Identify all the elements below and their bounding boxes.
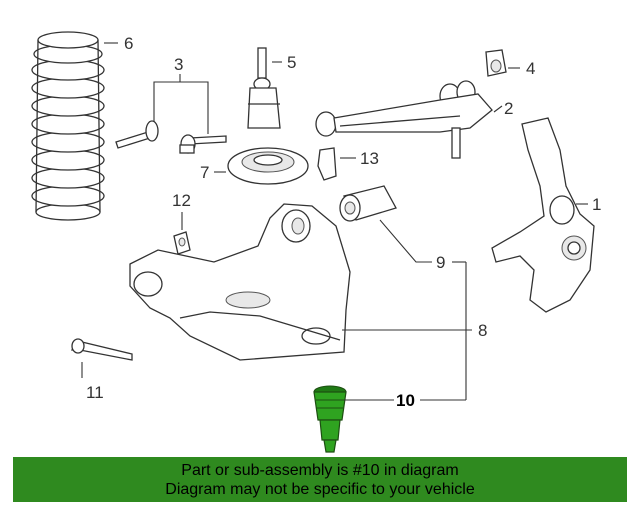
leader-2	[493, 105, 503, 113]
lower-nut[interactable]	[173, 231, 191, 255]
upper-control-arm[interactable]	[315, 80, 493, 159]
callout-3[interactable]: 3	[174, 55, 183, 74]
front-suspension-diagram: 6 3 5 7	[31, 31, 601, 453]
spring-insulator[interactable]	[227, 147, 309, 185]
callout-1[interactable]: 1	[592, 195, 601, 214]
callout-7[interactable]: 7	[200, 163, 209, 182]
lower-control-arm[interactable]	[129, 203, 351, 361]
alignment-bolts[interactable]	[115, 120, 227, 154]
lower-arm-bolt[interactable]	[71, 338, 133, 361]
callout-9[interactable]: 9	[436, 253, 445, 272]
callout-13[interactable]: 13	[360, 149, 379, 168]
banner-line-1: Part or sub-assembly is #10 in diagram	[181, 461, 459, 479]
ball-joint-highlighted[interactable]	[313, 385, 347, 453]
upper-bushing[interactable]	[485, 49, 507, 77]
callout-12[interactable]: 12	[172, 191, 191, 210]
shock-top-boot[interactable]	[247, 47, 281, 129]
callout-8[interactable]: 8	[478, 321, 487, 340]
coil-spring[interactable]	[31, 31, 105, 221]
bump-stop[interactable]	[317, 147, 337, 181]
steering-knuckle[interactable]	[491, 117, 595, 313]
info-banner: Part or sub-assembly is #10 in diagram D…	[13, 457, 627, 502]
lower-arm-bushing[interactable]	[339, 185, 397, 222]
callout-2[interactable]: 2	[504, 99, 513, 118]
banner-line-2: Diagram may not be specific to your vehi…	[165, 480, 475, 498]
callout-6[interactable]: 6	[124, 34, 133, 53]
callout-11[interactable]: 11	[86, 383, 104, 402]
callout-4[interactable]: 4	[526, 59, 535, 78]
callout-10[interactable]: 10	[396, 391, 415, 410]
leader-9	[379, 219, 432, 263]
leader-3	[153, 81, 209, 134]
callout-5[interactable]: 5	[287, 53, 296, 72]
